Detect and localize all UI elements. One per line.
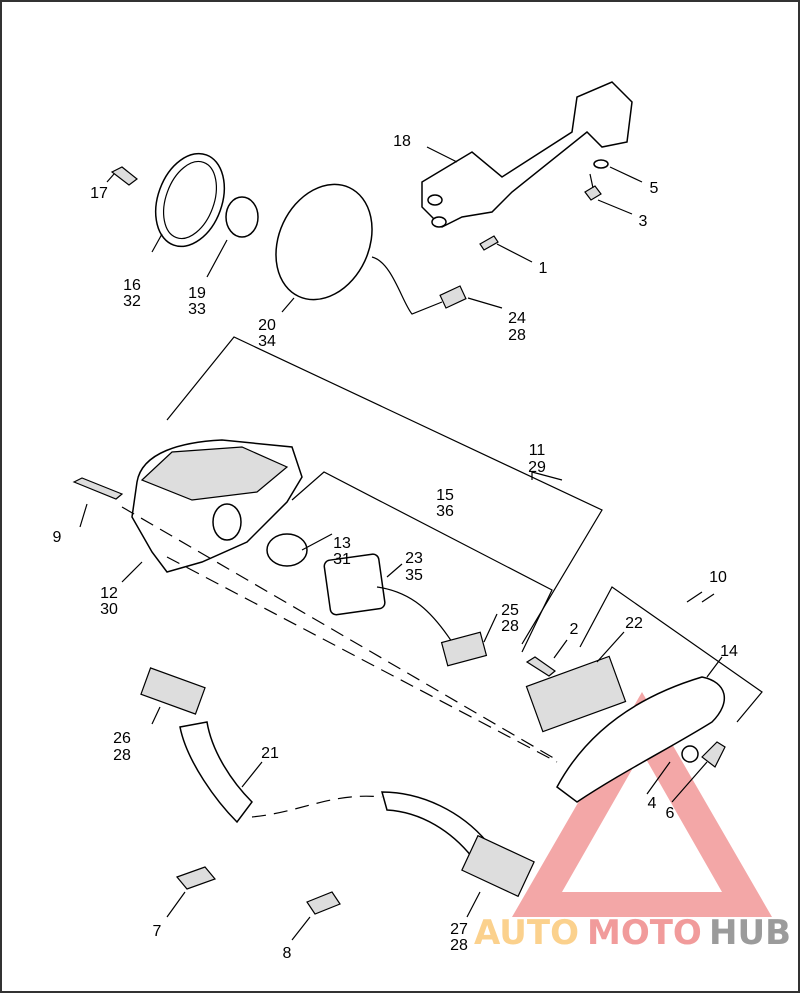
callout-21: 21 xyxy=(261,745,279,762)
svg-text:3: 3 xyxy=(639,213,648,230)
svg-text:MOTO: MOTO xyxy=(587,913,702,953)
svg-text:5: 5 xyxy=(650,180,659,197)
callout-10: 10 xyxy=(709,569,727,586)
screw-17 xyxy=(110,166,138,186)
svg-text:35: 35 xyxy=(405,567,423,584)
screw-2 xyxy=(525,656,556,677)
svg-text:14: 14 xyxy=(720,643,738,660)
callout-18: 18 xyxy=(393,133,411,150)
svg-text:31: 31 xyxy=(333,551,351,568)
callout-9: 9 xyxy=(53,529,62,546)
svg-text:36: 36 xyxy=(436,503,454,520)
svg-text:20: 20 xyxy=(258,317,276,334)
svg-text:24: 24 xyxy=(508,310,526,327)
svg-text:8: 8 xyxy=(283,945,292,962)
marker-lamp xyxy=(275,183,467,315)
svg-text:AUTO: AUTO xyxy=(474,913,579,953)
svg-text:9: 9 xyxy=(53,529,62,546)
svg-text:13: 13 xyxy=(333,535,351,552)
lamp-ring xyxy=(154,152,226,248)
svg-text:23: 23 xyxy=(405,550,423,567)
svg-text:18: 18 xyxy=(393,133,411,150)
callout-14: 14 xyxy=(720,643,738,660)
clip-8 xyxy=(306,891,341,915)
svg-text:29: 29 xyxy=(528,459,546,476)
nut-6 xyxy=(701,741,726,768)
bulb-19 xyxy=(225,196,259,238)
callout-4: 4 xyxy=(648,795,657,812)
svg-text:28: 28 xyxy=(113,747,131,764)
callout-22: 22 xyxy=(625,615,643,632)
svg-text:6: 6 xyxy=(666,805,675,822)
callout-5: 5 xyxy=(650,180,659,197)
lamp-22 xyxy=(525,655,627,733)
svg-text:1: 1 xyxy=(539,260,548,277)
svg-text:28: 28 xyxy=(450,937,468,954)
callout-6: 6 xyxy=(666,805,675,822)
svg-text:26: 26 xyxy=(113,730,131,747)
callout-2: 2 xyxy=(570,621,579,638)
mounting-bracket xyxy=(421,81,633,228)
svg-text:25: 25 xyxy=(501,602,519,619)
svg-text:21: 21 xyxy=(261,745,279,762)
callout-1: 1 xyxy=(539,260,548,277)
svg-text:12: 12 xyxy=(100,585,118,602)
svg-text:28: 28 xyxy=(501,618,519,635)
license-lens xyxy=(525,655,726,803)
watermark-text: AUTO MOTO HUB xyxy=(474,913,791,953)
watermark-logo xyxy=(512,692,772,917)
svg-text:10: 10 xyxy=(709,569,727,586)
washer-4 xyxy=(681,745,699,763)
svg-text:7: 7 xyxy=(153,923,162,940)
svg-text:30: 30 xyxy=(100,601,118,618)
svg-text:15: 15 xyxy=(436,487,454,504)
svg-text:19: 19 xyxy=(188,285,206,302)
clip-7 xyxy=(175,866,217,890)
bulb-socket xyxy=(323,553,488,667)
svg-text:11: 11 xyxy=(529,442,546,459)
svg-text:32: 32 xyxy=(123,293,141,310)
callout-7: 7 xyxy=(153,923,162,940)
svg-text:34: 34 xyxy=(258,333,276,350)
callout-17: 17 xyxy=(90,185,108,202)
svg-text:22: 22 xyxy=(625,615,643,632)
bolt-3 xyxy=(584,173,602,201)
tail-lamp-housing xyxy=(131,439,303,573)
callout-8: 8 xyxy=(283,945,292,962)
svg-text:4: 4 xyxy=(648,795,657,812)
callout-3: 3 xyxy=(639,213,648,230)
screw-9 xyxy=(72,477,124,500)
wiring-harness xyxy=(140,667,535,898)
svg-text:16: 16 xyxy=(123,277,141,294)
screw-1 xyxy=(479,235,499,251)
svg-text:33: 33 xyxy=(188,301,206,318)
svg-text:28: 28 xyxy=(508,327,526,344)
svg-text:17: 17 xyxy=(90,185,108,202)
svg-text:HUB: HUB xyxy=(709,913,791,953)
svg-text:27: 27 xyxy=(450,921,468,938)
bulb-13 xyxy=(266,533,308,567)
svg-text:2: 2 xyxy=(570,621,579,638)
washer-5 xyxy=(593,159,609,169)
